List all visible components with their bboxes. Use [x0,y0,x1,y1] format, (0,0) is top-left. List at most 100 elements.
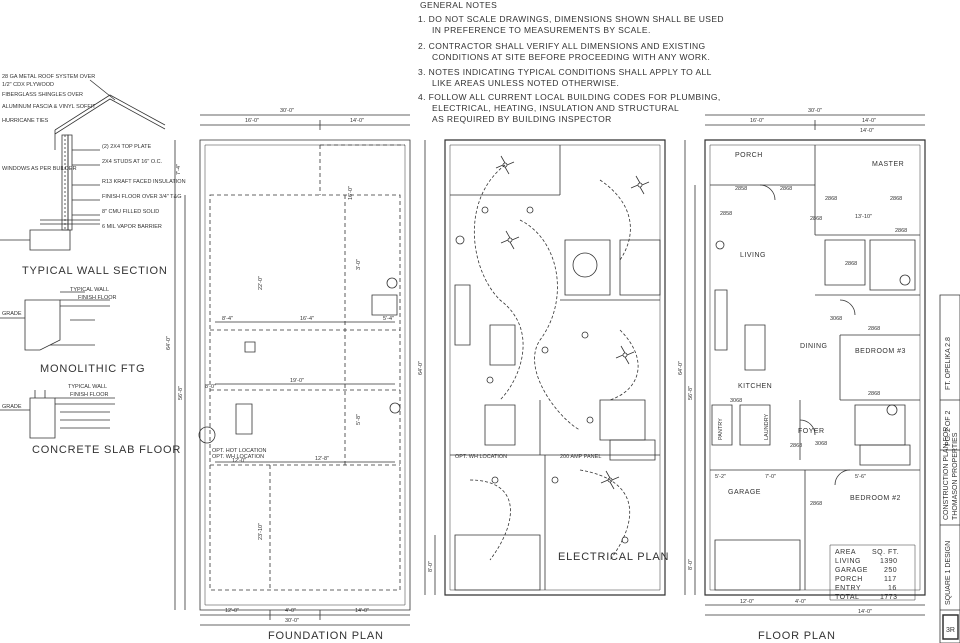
window-tag: 3068 [815,441,827,447]
area-row-value: 117 [884,576,897,583]
monolithic-ftg [0,292,110,350]
electrical-plan-text: 64'-0" 8'-0" 200 AMP PANEL OPT. WH LOCAT… [418,361,668,572]
wiring-run [600,180,630,260]
room-foyer: FOYER [798,428,825,435]
area-row-label: PORCH [835,576,863,583]
wall-note: 8" CMU FILLED SOLID [102,209,159,215]
sheet-number-box [943,615,958,639]
wall-sheathing [68,135,72,230]
area-row-label: GARAGE [835,567,868,574]
light-fixture-icon [542,347,548,353]
footing [30,230,70,250]
sink-icon [456,236,464,244]
room-dining: DINING [800,343,828,350]
leader-line [90,80,115,100]
room-kitchen: KITCHEN [738,383,772,390]
window-tag: 2868 [868,391,880,397]
title-block [940,295,960,643]
concrete-slab-floor [0,390,115,438]
light-fixture-icon [622,537,628,543]
wall-note: 28 GA METAL ROOF SYSTEM OVER [2,74,95,80]
hall-tub [860,445,910,465]
door-swing [800,420,815,435]
typical-wall-section-title: TYPICAL WALL SECTION [22,265,168,277]
light-fixture-icon [587,417,593,423]
wall-note: WINDOWS AS PER BUILDER [2,166,77,172]
foundation-inner [205,145,405,605]
area-row-value: 1390 [880,558,898,565]
title-block-frame [940,295,960,643]
room-porch: PORCH [735,152,763,159]
floor-plan-text: PORCH MASTER LIVING DINING BEDROOM #3 KI… [678,108,907,642]
kitchen-counter [715,290,727,350]
door-swing [840,300,855,315]
wall-note: 1/2" CDX PLYWOOD [2,82,54,88]
dim-internal-vertical: 23'-10" [258,523,264,540]
slab-footing [30,398,55,438]
area-table-frame [830,545,915,600]
general-notes-title: GENERAL NOTES [420,0,497,10]
general-notes: GENERAL NOTES 1. DO NOT SCALE DRAWINGS, … [418,0,724,124]
dim-internal-vertical: 5'-8" [356,414,362,425]
toilet-icon [887,405,897,415]
bath-room [565,240,610,295]
dim-bottom-1: 12'-0" [225,608,239,614]
window-tag: 2868 [780,186,792,192]
area-table: AREA SQ. FT. LIVING 1390 GARAGE 250 PORC… [835,549,899,601]
window-tag: 2868 [890,196,902,202]
dim-bottom-total: 30'-0" [285,618,299,624]
dim-left-width: 16'-0" [750,118,764,124]
foundation-plan-title: FOUNDATION PLAN [268,630,384,642]
monolithic-labels: TYPICAL WALL FINISH FLOOR GRADE MONOLITH… [2,287,145,375]
note-3-line-1: 3. NOTES INDICATING TYPICAL CONDITIONS S… [418,67,712,77]
sheet-number: 3R [946,627,955,634]
closet-room [620,240,660,295]
dim-internal: 8'-4" [222,316,233,322]
foundation-plan-text: 30'-0" 16'-0" 14'-0" 64'-0" 56'-8" 12'-0… [166,108,394,642]
dim-bottom-3: 14'-0" [355,608,369,614]
monolithic-floor-label: FINISH FLOOR [78,295,117,301]
room-master: MASTER [872,161,904,168]
window-tag: 2868 [810,216,822,222]
dim-overall-length: 64'-0" [418,361,424,375]
dim-overall-length: 64'-0" [166,336,172,350]
dim-internal: 12'-0" [232,458,246,464]
toilet-outline [387,278,397,288]
dim-overall-width: 30'-0" [808,108,822,114]
dim-left-width: 16'-0" [245,118,259,124]
room-living: LIVING [740,252,766,259]
foundation-perimeter [200,140,410,610]
foundation-plan [175,115,410,625]
window-tag: 2868 [810,501,822,507]
dim-internal: 5'-4" [383,316,394,322]
slab-grade-label: GRADE [2,404,22,410]
door-swing [835,470,850,485]
room-laundry: LAUNDRY [764,413,770,440]
sink-icon [716,241,724,249]
monolithic-wall-label: TYPICAL WALL [70,287,109,293]
wiring-run [580,470,630,560]
light-fixture-icon [482,207,488,213]
title-designer: SQUARE 1 DESIGN [945,541,952,605]
roof-line-inner [55,99,165,134]
slab-floor-label: FINISH FLOOR [70,392,109,398]
window-tag: 2858 [720,211,732,217]
area-row-value: 250 [884,567,897,574]
dim-internal: 5'-2" [715,474,726,480]
light-fixture-icon [552,477,558,483]
ceiling-fan-icon [601,471,619,489]
monolithic-ftg-title: MONOLITHIC FTG [40,363,145,375]
note-4-line-2: ELECTRICAL, HEATING, INSULATION AND STRU… [432,103,679,113]
ceiling-fan-icon [501,231,519,249]
electrical-outer-wall [445,140,665,595]
tub-outline [372,295,397,315]
note-3-line-2: LIKE AREAS UNLESS NOTED OTHERWISE. [432,78,619,88]
island [490,325,515,365]
master-closet [870,240,915,290]
opt-hot-location-note: OPT. HOT LOCATION [212,448,267,454]
electrical-plan [425,140,665,595]
note-2-line-2: CONDITIONS AT SITE BEFORE PROCEEDING WIT… [432,52,710,62]
pantry-room [712,405,732,445]
dim-internal: 19'-0" [290,378,304,384]
